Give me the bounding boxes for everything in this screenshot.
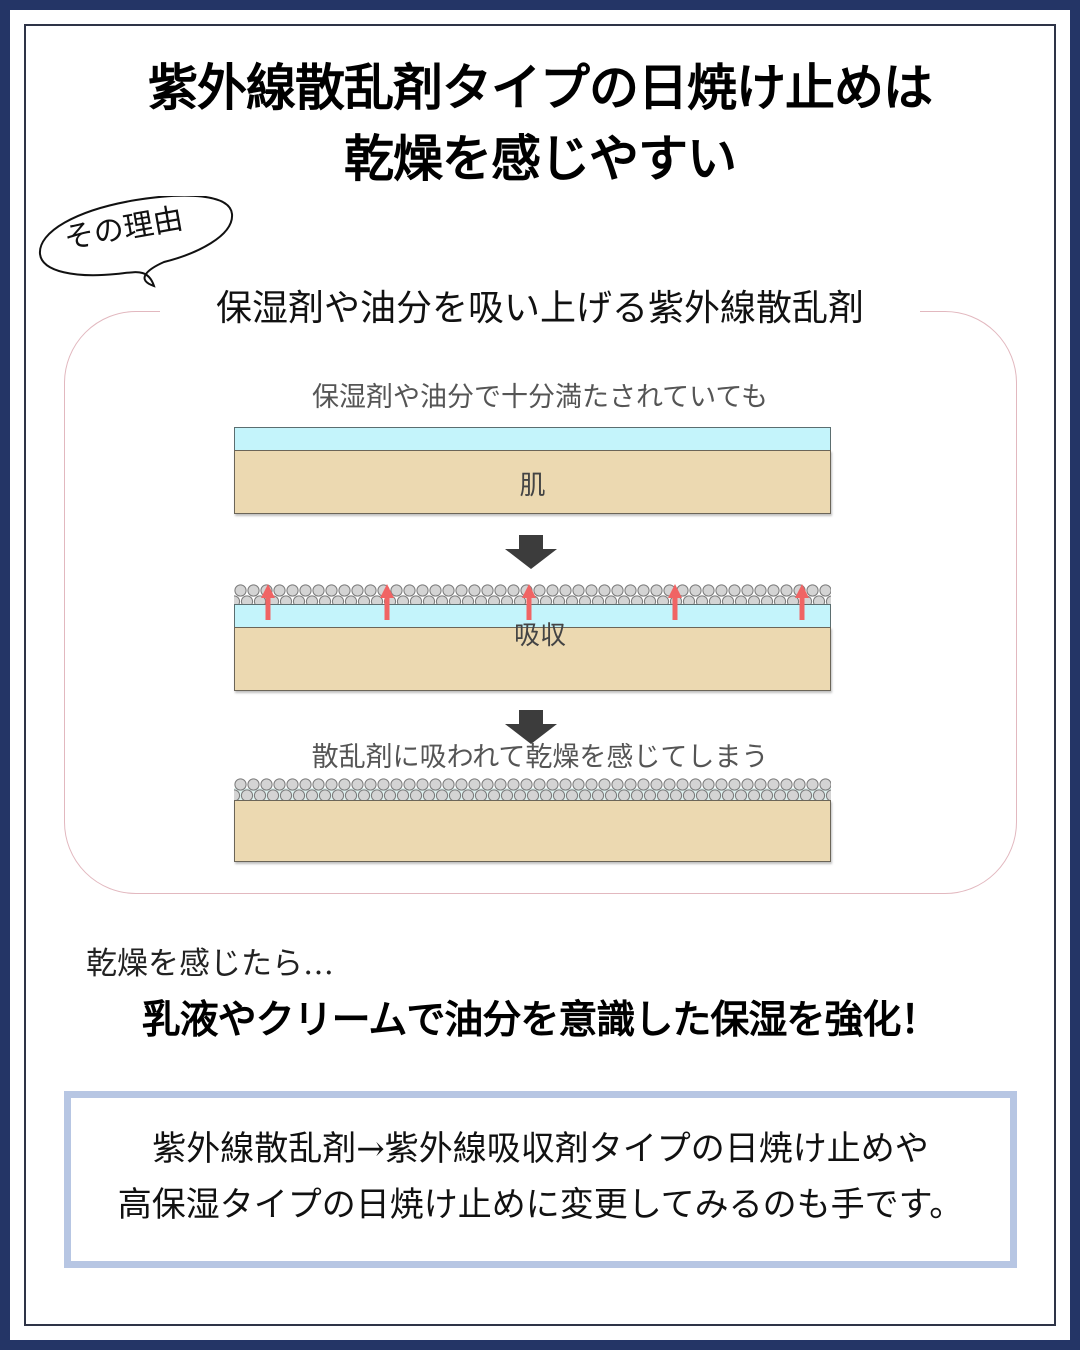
- down-arrow-icon: [505, 535, 557, 569]
- advice-lead: 乾燥を感じたら…: [86, 946, 334, 982]
- down-arrow-icon: [505, 710, 557, 744]
- absorb-arrow-icon: [261, 584, 275, 620]
- moisture-layer: [234, 427, 831, 451]
- reason-heading: 保湿剤や油分を吸い上げる紫外線散乱剤: [160, 284, 920, 334]
- step3-caption: 散乱剤に吸われて乾燥を感じてしまう: [311, 742, 769, 773]
- speech-bubble-icon: [38, 196, 234, 288]
- absorb-arrow-icon: [380, 584, 394, 620]
- absorb-arrow-icon: [668, 584, 682, 620]
- skin-layer: 肌: [234, 450, 831, 514]
- page-title-line2: 乾燥を感じやすい: [344, 130, 737, 188]
- absorb-arrow-icon: [795, 584, 809, 620]
- absorb-arrow-icon: [522, 584, 536, 620]
- moisture-layer-absorbing: [234, 604, 831, 628]
- tip-line-1: 紫外線散乱剤→紫外線吸収剤タイプの日焼け止めや: [152, 1129, 929, 1169]
- tip-line-2: 高保湿タイプの日焼け止めに変更してみるのも手です。: [117, 1185, 964, 1225]
- page-title-line1: 紫外線散乱剤タイプの日焼け止めは: [148, 59, 933, 117]
- scatter-particles-dry: [234, 778, 831, 804]
- tip-box: 紫外線散乱剤→紫外線吸収剤タイプの日焼け止めや 高保湿タイプの日焼け止めに変更し…: [64, 1091, 1017, 1268]
- absorb-label: 吸収: [513, 621, 566, 651]
- skin-layer-2: [234, 627, 831, 691]
- step1-caption: 保湿剤や油分で十分満たされていても: [311, 382, 769, 413]
- advice-emphasis: 乳液やクリームで油分を意識した保湿を強化！: [141, 998, 940, 1043]
- skin-label: 肌: [519, 471, 546, 501]
- skin-layer-3: [234, 800, 831, 862]
